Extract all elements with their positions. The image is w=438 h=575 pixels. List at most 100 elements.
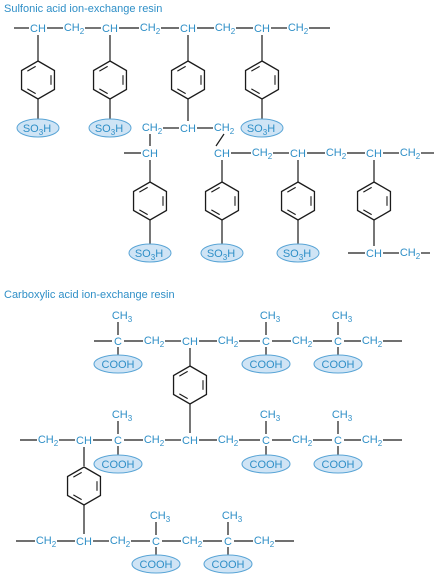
carboxylic-title: Carboxylic acid ion-exchange resin [4, 289, 175, 301]
benzene-ring [92, 60, 128, 100]
cooh-highlight [93, 454, 143, 474]
ch3-label: CH3 [222, 510, 243, 524]
ring-double-bond [179, 370, 188, 377]
so3h-label: SO3H [207, 248, 235, 262]
benzene-ring [244, 60, 280, 100]
cooh-label: COOH [322, 359, 355, 371]
ch-label: CH [214, 148, 230, 160]
cooh-label: COOH [102, 459, 135, 471]
ch2-label: CH2 [400, 147, 421, 161]
so3h-label: SO3H [283, 248, 311, 262]
so3h-highlight [276, 243, 320, 263]
benzene-ring [356, 181, 392, 221]
cooh-highlight [313, 354, 363, 374]
ch3-label: CH3 [260, 409, 281, 423]
ring-double-bond [73, 471, 82, 478]
ch2-label: CH2 [288, 22, 309, 36]
ch-label: CH [182, 435, 198, 447]
benzene-ring [132, 181, 168, 221]
c-label: C [114, 435, 122, 447]
cooh-label: COOH [250, 359, 283, 371]
c-label: C [114, 336, 122, 348]
ch2-label: CH2 [326, 147, 347, 161]
c-label: C [152, 536, 160, 548]
cooh-highlight [313, 454, 363, 474]
so3h-highlight [88, 118, 132, 138]
ring-double-bond [287, 209, 296, 216]
benzene-ring [170, 60, 206, 100]
cooh-label: COOH [322, 459, 355, 471]
cooh-highlight [93, 354, 143, 374]
ch3-label: CH3 [332, 409, 353, 423]
ring-double-bond [251, 65, 260, 72]
cooh-label: COOH [102, 359, 135, 371]
so3h-label: SO3H [247, 123, 275, 137]
so3h-highlight [240, 118, 284, 138]
cooh-label: COOH [140, 559, 173, 571]
ring-double-bond [211, 209, 220, 216]
ring-double-bond [251, 88, 260, 95]
ch2-label: CH2 [140, 22, 161, 36]
ring-double-bond [27, 65, 36, 72]
cooh-label: COOH [212, 559, 245, 571]
ch2-label: CH2 [144, 335, 165, 349]
sulfonic-title: Sulfonic acid ion-exchange resin [4, 3, 162, 15]
ch3-label: CH3 [112, 310, 133, 324]
ch2-label: CH2 [362, 434, 383, 448]
ring-double-bond [177, 65, 186, 72]
ch-label: CH [180, 123, 196, 135]
ch-label: CH [366, 148, 382, 160]
benzene-ring [280, 181, 316, 221]
ch2-label: CH2 [64, 22, 85, 36]
ch-label: CH [76, 536, 92, 548]
benzene-ring [204, 181, 240, 221]
c-label: C [262, 435, 270, 447]
ch3-label: CH3 [150, 510, 171, 524]
c-label: C [224, 536, 232, 548]
ch-label: CH [76, 435, 92, 447]
benzene-ring [66, 466, 102, 506]
cooh-highlight [241, 354, 291, 374]
ring-double-bond [139, 186, 148, 193]
benzene-ring [172, 365, 208, 405]
so3h-highlight [200, 243, 244, 263]
ch2-label: CH2 [292, 434, 313, 448]
ch-label: CH [182, 336, 198, 348]
benzene-ring [20, 60, 56, 100]
ring-double-bond [99, 65, 108, 72]
ch2-label: CH2 [400, 247, 421, 261]
ch2-label: CH2 [38, 434, 59, 448]
ch2-label: CH2 [218, 335, 239, 349]
ch2-label: CH2 [254, 535, 275, 549]
ch-label: CH [142, 148, 158, 160]
ch-label: CH [290, 148, 306, 160]
c-label: C [334, 336, 342, 348]
ch-label: CH [254, 23, 270, 35]
ch3-label: CH3 [260, 310, 281, 324]
ring-double-bond [287, 186, 296, 193]
ch2-label: CH2 [292, 335, 313, 349]
ch2-label: CH2 [36, 535, 57, 549]
ch-label: CH [30, 23, 46, 35]
ch-label: CH [102, 23, 118, 35]
c-label: C [334, 435, 342, 447]
so3h-label: SO3H [95, 123, 123, 137]
ch-label: CH [366, 248, 382, 260]
ch2-label: CH2 [214, 122, 235, 136]
ch2-label: CH2 [182, 535, 203, 549]
ch2-label: CH2 [144, 434, 165, 448]
cooh-highlight [241, 454, 291, 474]
so3h-label: SO3H [135, 248, 163, 262]
ch2-label: CH2 [362, 335, 383, 349]
ch2-label: CH2 [252, 147, 273, 161]
cooh-highlight [131, 554, 181, 574]
ch2-label: CH2 [142, 122, 163, 136]
ring-double-bond [177, 88, 186, 95]
ring-double-bond [73, 494, 82, 501]
ch3-label: CH3 [112, 409, 133, 423]
ring-double-bond [27, 88, 36, 95]
c-label: C [262, 336, 270, 348]
